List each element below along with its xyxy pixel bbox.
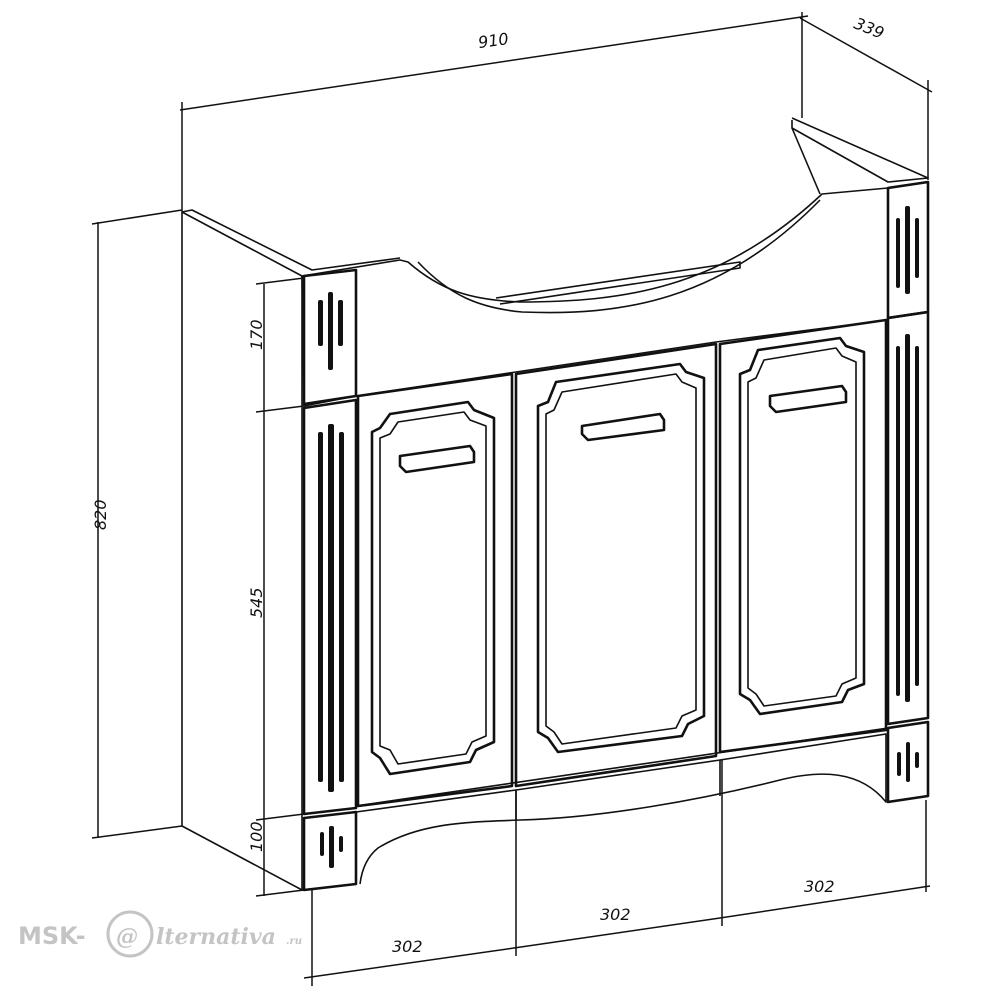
watermark-suffix: lternativa: [156, 924, 276, 950]
dim-door-width-left: 302: [392, 937, 423, 956]
dim-door-width-center: 302: [600, 905, 631, 924]
inner-side-line: [791, 127, 821, 195]
door-center-handle: [580, 412, 666, 442]
inner-shelf-back: [495, 261, 741, 305]
top-rail-front: [301, 187, 889, 407]
watermark-tld: .ru: [286, 936, 302, 947]
dim-depth: 339: [851, 14, 886, 43]
right-side-top: [791, 117, 929, 183]
dim-height-base: 100: [247, 821, 266, 852]
dim-height-door: 545: [247, 587, 266, 618]
door-left-handle: [398, 444, 476, 474]
dimension-lines: [91, 12, 933, 986]
dim-door-width-right: 302: [804, 877, 835, 896]
door-center: [514, 342, 718, 788]
watermark-logo: MSK- @ lternativa .ru: [18, 910, 302, 958]
dim-height-top: 170: [247, 319, 266, 350]
door-right: [718, 318, 888, 754]
door-left: [356, 372, 514, 808]
left-side-panel: [181, 211, 303, 891]
watermark-at: @: [116, 924, 138, 950]
watermark-prefix: MSK-: [18, 922, 86, 950]
door-right-handle: [768, 384, 848, 414]
basin-cutout-inner: [417, 199, 821, 314]
right-pilaster: [886, 180, 930, 804]
dim-width-top: 910: [477, 29, 510, 52]
left-pilaster: [302, 268, 358, 892]
top-edge-left: [181, 209, 401, 271]
dim-height-total: 820: [91, 499, 110, 530]
base-plinth: [355, 727, 889, 885]
